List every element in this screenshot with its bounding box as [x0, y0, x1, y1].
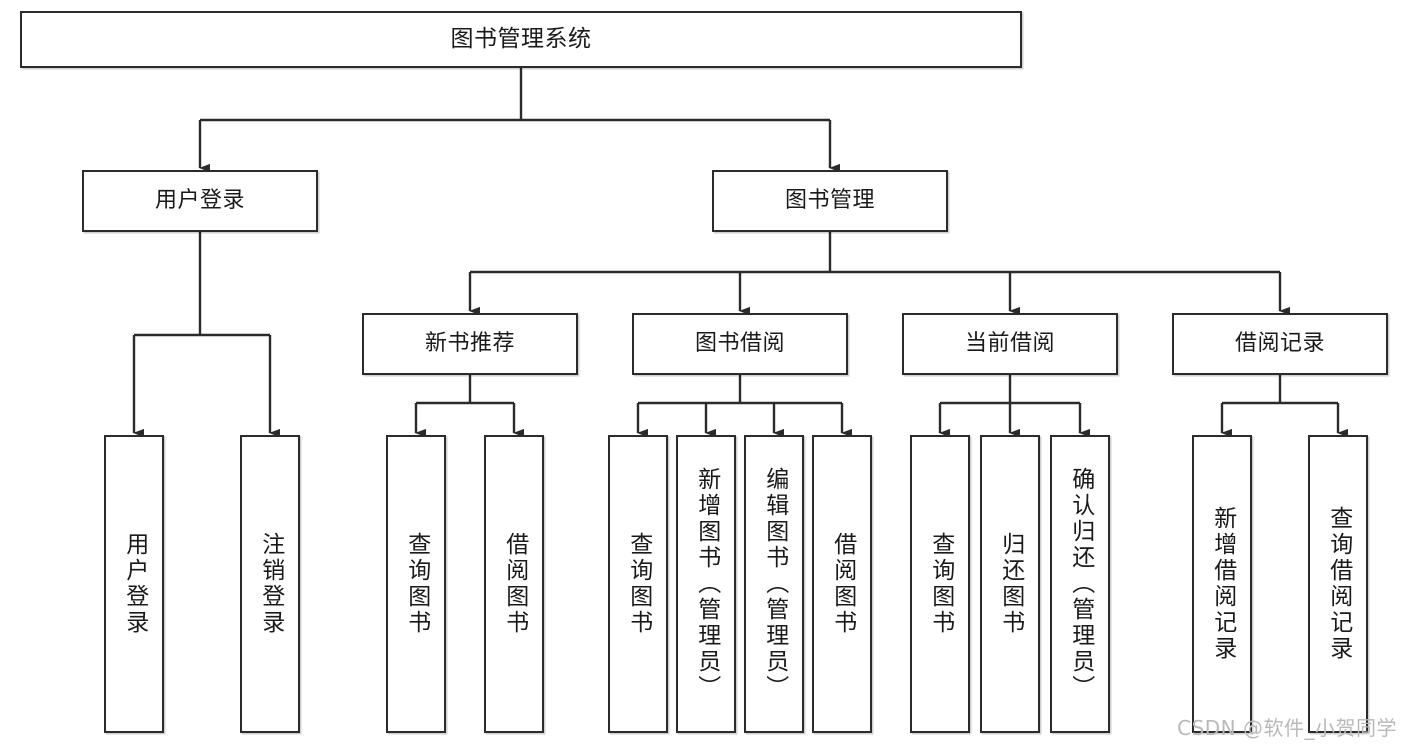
node-label: 查询图书	[625, 532, 652, 636]
node-book-borrowing[interactable]: 图书借阅	[632, 313, 848, 375]
node-label: 图书借阅	[694, 330, 785, 356]
node-leaf-user-login[interactable]: 用户登录	[104, 435, 164, 733]
node-label: 查询图书	[403, 532, 430, 636]
node-book-management[interactable]: 图书管理	[712, 170, 948, 232]
node-leaf-logout[interactable]: 注销登录	[240, 435, 300, 733]
node-leaf-borrow-book-2[interactable]: 借阅图书	[812, 435, 872, 733]
node-leaf-add-book[interactable]: 新增图书（管理员）	[676, 435, 736, 733]
node-label: 用户登录	[154, 187, 245, 213]
node-current-borrowing[interactable]: 当前借阅	[902, 313, 1118, 375]
node-label: 编辑图书（管理员）	[761, 467, 788, 701]
node-label: 图书管理系统	[450, 25, 592, 52]
node-label: 新书推荐	[424, 330, 515, 356]
node-leaf-query-book-1[interactable]: 查询图书	[386, 435, 446, 733]
node-label: 查询图书	[927, 532, 954, 636]
node-label: 当前借阅	[964, 330, 1055, 356]
node-root-system[interactable]: 图书管理系统	[20, 11, 1022, 68]
node-label: 借阅记录	[1234, 330, 1325, 356]
csdn-watermark: CSDN @软件_小贺同学	[1177, 716, 1397, 740]
node-label: 借阅图书	[829, 532, 856, 636]
node-label: 借阅图书	[501, 532, 528, 636]
node-leaf-query-record[interactable]: 查询借阅记录	[1308, 435, 1368, 733]
node-label: 新增借阅记录	[1209, 506, 1236, 662]
node-user-login[interactable]: 用户登录	[82, 170, 318, 232]
node-label: 新增图书（管理员）	[693, 467, 720, 701]
node-leaf-return-book[interactable]: 归还图书	[980, 435, 1040, 733]
node-borrowing-record[interactable]: 借阅记录	[1172, 313, 1388, 375]
node-leaf-edit-book[interactable]: 编辑图书（管理员）	[744, 435, 804, 733]
node-label: 图书管理	[784, 187, 875, 213]
node-leaf-borrow-book-1[interactable]: 借阅图书	[484, 435, 544, 733]
node-new-book-recommendation[interactable]: 新书推荐	[362, 313, 578, 375]
node-leaf-query-book-2[interactable]: 查询图书	[608, 435, 668, 733]
node-leaf-confirm-return[interactable]: 确认归还（管理员）	[1050, 435, 1110, 733]
node-label: 确认归还（管理员）	[1067, 467, 1094, 701]
node-label: 归还图书	[997, 532, 1024, 636]
node-leaf-add-record[interactable]: 新增借阅记录	[1192, 435, 1252, 733]
node-label: 注销登录	[257, 532, 284, 636]
node-leaf-query-book-3[interactable]: 查询图书	[910, 435, 970, 733]
node-label: 查询借阅记录	[1325, 506, 1352, 662]
node-label: 用户登录	[121, 532, 148, 636]
